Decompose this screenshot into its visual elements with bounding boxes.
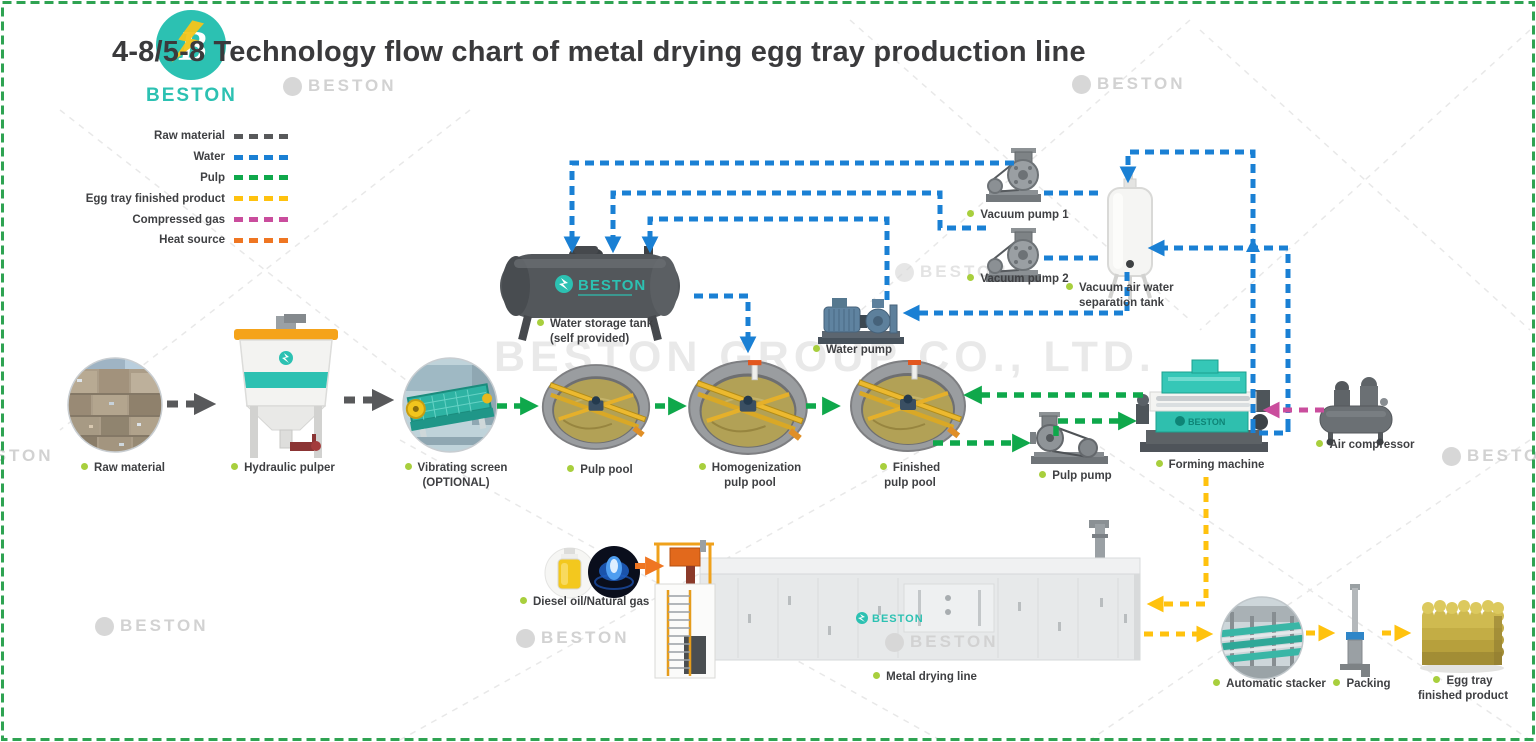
forming-machine-label: Forming machine <box>1145 458 1275 473</box>
page-title: 4-8/5-8 Technology flow chart of metal d… <box>112 36 1086 68</box>
beston-watermark: BESTON <box>1442 446 1536 466</box>
water-up-arrow <box>1246 238 1260 252</box>
beston-logo-label: BESTON <box>578 277 646 294</box>
finished-pulp-pool-illustration <box>848 358 968 459</box>
legend-item: Pulp <box>60 168 292 189</box>
bullet-icon <box>231 463 239 470</box>
legend-item: Egg tray finished product <box>60 188 292 209</box>
vacuum-pump-1-label: Vacuum pump 1 <box>957 208 1079 223</box>
bullet-icon <box>873 672 881 679</box>
pulp-pool-illustration <box>540 362 652 457</box>
water-line-swatch <box>234 154 292 160</box>
hydraulic-pulper-label: Hydraulic pulper <box>218 461 348 476</box>
beston-watermark: BESTON <box>1072 74 1186 94</box>
legend: Raw material Water Pulp Egg tray finishe… <box>60 126 292 251</box>
beston-logo-icon <box>885 632 904 652</box>
beston-logo-icon <box>516 628 535 648</box>
bullet-icon <box>1039 471 1047 478</box>
raw-material-label: Raw material <box>58 461 188 476</box>
raw-material-photo <box>67 357 163 458</box>
bullet-icon <box>537 319 544 326</box>
water-storage-tank-label: Water storage tank(self provided) <box>537 317 687 347</box>
bullet-icon <box>1213 679 1221 686</box>
pulp-line-swatch <box>234 175 292 181</box>
packing-label: Packing <box>1322 677 1402 692</box>
beston-logo-icon <box>1175 416 1185 426</box>
metal-drying-line-illustration: BESTON <box>648 518 1144 685</box>
beston-logo-icon <box>895 262 914 282</box>
beston-logo-icon <box>283 76 302 96</box>
pulp-pump-illustration <box>1030 410 1110 471</box>
bullet-icon <box>967 210 975 217</box>
beston-logo-label: BESTON <box>146 85 237 106</box>
beston-logo-icon <box>555 275 573 293</box>
legend-item: Compressed gas <box>60 209 292 230</box>
heat-source-line-swatch <box>234 237 292 243</box>
bullet-icon <box>81 463 89 470</box>
bullet-icon <box>520 597 527 604</box>
beston-watermark: BESTON <box>885 632 999 652</box>
egg-tray-stack-illustration <box>1410 594 1514 679</box>
beston-watermark: BESTON <box>283 76 397 96</box>
compressed-gas-line-swatch <box>234 217 292 223</box>
beston-logo-label: BESTON <box>1188 417 1225 427</box>
bullet-icon <box>567 465 575 472</box>
bullet-icon <box>698 463 706 470</box>
bullet-icon <box>967 274 975 281</box>
beston-logo-icon <box>1072 74 1091 94</box>
pulp-pump-label: Pulp pump <box>1018 469 1133 484</box>
bullet-icon <box>1066 283 1073 290</box>
bullet-icon <box>1316 440 1324 447</box>
legend-item: Water <box>60 147 292 168</box>
vacuum-pump-1-illustration <box>985 148 1043 211</box>
legend-item: Heat source <box>60 230 292 251</box>
beston-logo-icon <box>95 616 114 636</box>
beston-logo-icon <box>1442 446 1461 466</box>
hydraulic-pulper-illustration <box>228 314 350 477</box>
metal-drying-line-label: Metal drying line <box>855 670 995 685</box>
diesel-gas-label: Diesel oil/Natural gas <box>520 595 690 610</box>
automatic-stacker-photo <box>1220 596 1304 685</box>
raw-material-line-swatch <box>234 133 292 139</box>
beston-logo-icon <box>279 351 293 365</box>
water-pump-label: Water pump <box>795 343 910 358</box>
beston-watermark: BESTON <box>95 616 209 636</box>
homogenization-pulp-pool-illustration <box>686 358 810 462</box>
bullet-icon <box>1155 460 1163 467</box>
beston-logo-label: BESTON <box>872 613 924 625</box>
forming-machine-illustration: BESTON <box>1136 358 1272 463</box>
vacuum-pump-2-label: Vacuum pump 2 <box>957 272 1079 287</box>
egg-tray-line-swatch <box>234 196 292 202</box>
bullet-icon <box>1433 676 1441 683</box>
bullet-icon <box>812 345 820 352</box>
vibrating-screen-label: Vibrating screen(OPTIONAL) <box>392 461 520 491</box>
packing-machine-illustration <box>1336 584 1376 685</box>
beston-logo-icon <box>856 612 868 624</box>
water-pump-illustration <box>816 293 908 350</box>
vibrating-screen-photo <box>402 357 498 458</box>
bullet-icon <box>1333 679 1341 686</box>
beston-watermark: BESTON <box>516 628 630 648</box>
bullet-icon <box>404 463 412 470</box>
bullet-icon <box>879 463 887 470</box>
automatic-stacker-label: Automatic stacker <box>1202 677 1337 692</box>
air-compressor-label: Air compressor <box>1303 438 1428 453</box>
legend-item: Raw material <box>60 126 292 147</box>
pulp-pool-label: Pulp pool <box>537 463 663 478</box>
beston-watermark: BESTON <box>0 446 54 465</box>
